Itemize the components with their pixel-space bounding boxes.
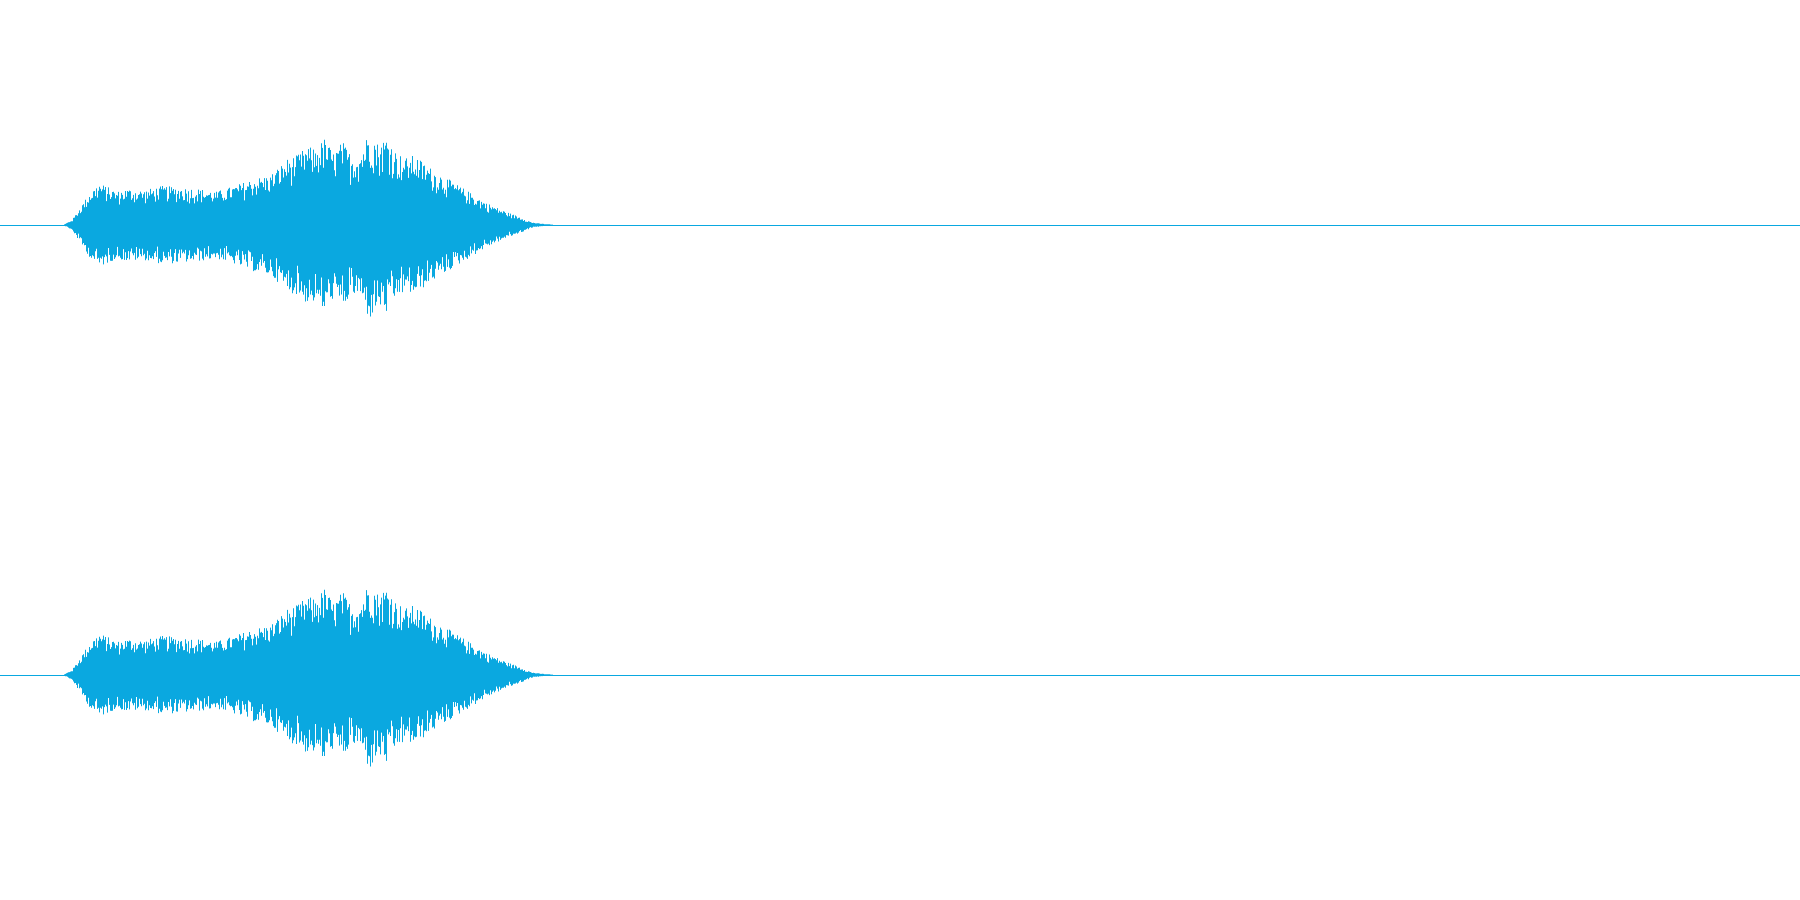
waveform-track-left: [0, 139, 1800, 317]
waveform-track-right: [0, 589, 1800, 767]
waveform-signal: [64, 589, 553, 767]
waveform-signal: [64, 139, 553, 317]
